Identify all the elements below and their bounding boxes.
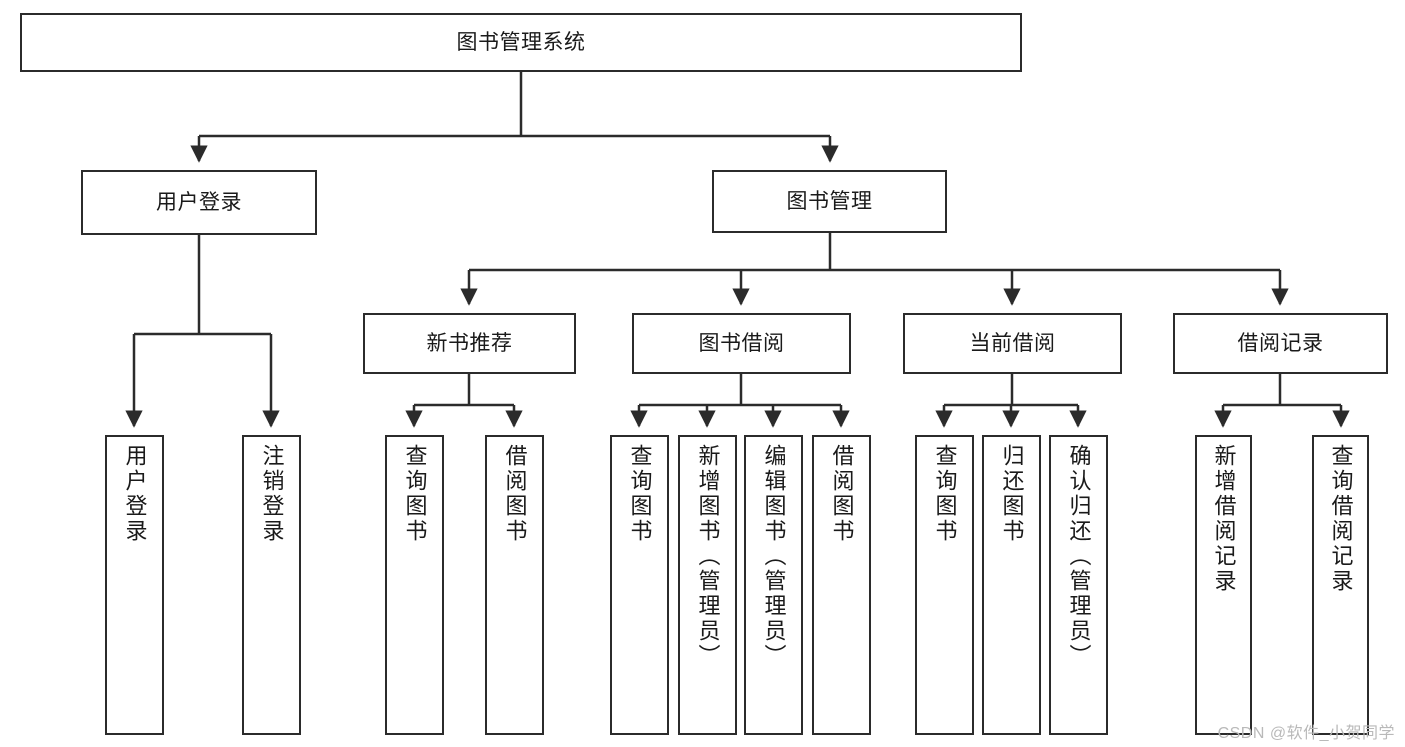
leaf-borrow-book-1[interactable]: 借阅图书 (485, 435, 544, 735)
leaf-query-book-2[interactable]: 查询图书 (610, 435, 669, 735)
node-book-manage[interactable]: 图书管理 (712, 170, 947, 233)
leaf-borrow-book-2-label: 借阅图书 (829, 444, 855, 544)
node-current-borrow-label: 当前借阅 (969, 331, 1056, 355)
leaf-edit-book-label: 编辑图书（管理员） (761, 444, 787, 669)
leaf-confirm-return-label: 确认归还（管理员） (1066, 444, 1092, 669)
leaf-borrow-book-1-label: 借阅图书 (502, 444, 528, 544)
leaf-return-book[interactable]: 归还图书 (982, 435, 1041, 735)
leaf-query-book-3[interactable]: 查询图书 (915, 435, 974, 735)
leaf-user-login-label: 用户登录 (122, 444, 148, 544)
leaf-query-book-1-label: 查询图书 (402, 444, 428, 544)
leaf-user-login[interactable]: 用户登录 (105, 435, 164, 735)
node-book-manage-label: 图书管理 (786, 189, 873, 213)
leaf-logout[interactable]: 注销登录 (242, 435, 301, 735)
node-root-label: 图书管理系统 (456, 30, 586, 54)
node-borrow-record-label: 借阅记录 (1237, 331, 1324, 355)
leaf-borrow-book-2[interactable]: 借阅图书 (812, 435, 871, 735)
node-new-book-recommend-label: 新书推荐 (426, 331, 513, 355)
leaf-edit-book[interactable]: 编辑图书（管理员） (744, 435, 803, 735)
leaf-query-book-3-label: 查询图书 (932, 444, 958, 544)
node-root[interactable]: 图书管理系统 (20, 13, 1022, 72)
node-user-login[interactable]: 用户登录 (81, 170, 317, 235)
csdn-watermark: CSDN @软件_小贺同学 (1217, 725, 1395, 742)
leaf-logout-label: 注销登录 (259, 444, 285, 544)
node-book-borrow-label: 图书借阅 (698, 331, 785, 355)
leaf-query-book-2-label: 查询图书 (627, 444, 653, 544)
node-new-book-recommend[interactable]: 新书推荐 (363, 313, 576, 374)
leaf-return-book-label: 归还图书 (999, 444, 1025, 544)
node-current-borrow[interactable]: 当前借阅 (903, 313, 1122, 374)
leaf-query-record[interactable]: 查询借阅记录 (1312, 435, 1369, 735)
node-user-login-label: 用户登录 (156, 190, 242, 214)
leaf-confirm-return[interactable]: 确认归还（管理员） (1049, 435, 1108, 735)
leaf-query-record-label: 查询借阅记录 (1328, 444, 1354, 594)
leaf-query-book-1[interactable]: 查询图书 (385, 435, 444, 735)
node-book-borrow[interactable]: 图书借阅 (632, 313, 851, 374)
node-borrow-record[interactable]: 借阅记录 (1173, 313, 1388, 374)
leaf-add-book[interactable]: 新增图书（管理员） (678, 435, 737, 735)
leaf-add-record[interactable]: 新增借阅记录 (1195, 435, 1252, 735)
leaf-add-book-label: 新增图书（管理员） (695, 444, 721, 669)
leaf-add-record-label: 新增借阅记录 (1211, 444, 1237, 594)
